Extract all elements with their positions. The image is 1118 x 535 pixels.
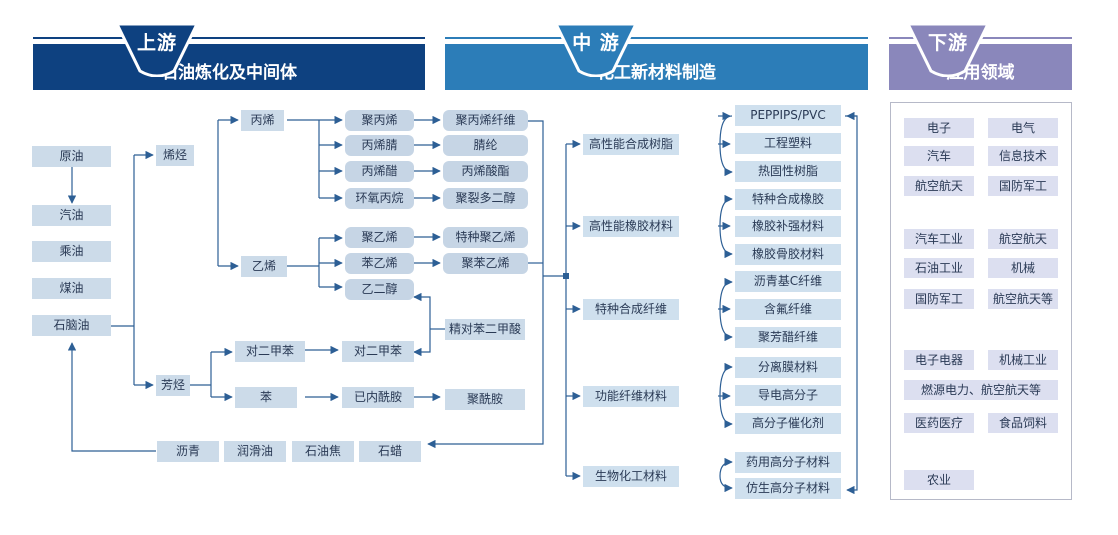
node-bio-material: 生物化工材料 [583, 466, 679, 487]
node-pp-fiber: 聚丙烯纤维 [443, 110, 528, 131]
node-special-pe: 特种聚乙烯 [443, 227, 528, 248]
midstream-title: 化工新材料制造 [597, 63, 716, 83]
upstream-header-topline [33, 37, 425, 39]
app-electrical-appliances: 电子电器 [904, 350, 974, 370]
downstream-badge-label: 下游 [927, 32, 968, 54]
midstream-badge: 中 游 [553, 21, 639, 77]
node-high-performance-resin: 高性能合成树脂 [583, 134, 679, 155]
node-diesel: 乘油 [32, 241, 111, 262]
node-propylene-ester: 丙烯醋 [345, 161, 414, 182]
node-ethylene-glycol: 乙二醇 [345, 279, 414, 300]
node-special-fiber: 特种合成纤维 [583, 299, 679, 320]
app-automotive: 汽车 [904, 146, 974, 166]
node-aramid-fiber: 聚芳醋纤维 [735, 327, 841, 348]
app-electrical: 电气 [988, 118, 1058, 138]
app-aerospace-etc: 航空航天等 [988, 289, 1058, 309]
node-polyamide: 聚酰胺 [445, 389, 525, 410]
node-kerosene: 煤油 [32, 278, 111, 299]
app-aerospace-2: 航空航天 [988, 229, 1058, 249]
upstream-title: 石油炼化及中间体 [161, 63, 297, 83]
downstream-badge-shape [905, 22, 991, 77]
downstream-badge: 下游 [905, 21, 991, 77]
node-polystyrene: 聚苯乙烯 [443, 253, 528, 274]
app-machinery-1: 机械 [988, 258, 1058, 278]
node-polyethylene: 聚乙烯 [345, 227, 414, 248]
midstream-header-bar: 化工新材料制造 [445, 44, 868, 90]
node-bionic-polymer: 仿生高分子材料 [735, 478, 841, 499]
node-pxylene-out: 对二甲苯 [342, 341, 414, 362]
node-acrylic-fiber: 腈纶 [443, 135, 528, 156]
node-pta: 精对苯二甲酸 [445, 319, 525, 340]
midstream-badge-shape [553, 22, 639, 77]
node-propylene-oxide: 环氧丙烷 [345, 188, 414, 209]
node-polyether-polyol: 聚裂多二醇 [443, 188, 528, 209]
app-agriculture: 农业 [904, 470, 974, 490]
node-gasoline: 汽油 [32, 205, 111, 226]
node-naphtha: 石脑油 [32, 315, 111, 336]
node-lubricant: 润滑油 [224, 441, 286, 462]
node-conductive-polymer: 导电高分子 [735, 385, 841, 406]
node-benzene: 苯 [235, 387, 297, 408]
node-high-performance-rubber: 高性能橡胶材料 [583, 216, 679, 237]
node-paraffin: 石蜡 [359, 441, 421, 462]
midstream-header-topline [445, 37, 868, 39]
node-fluorine-fiber: 含氟纤维 [735, 299, 841, 320]
upstream-badge-label: 上游 [136, 32, 177, 54]
app-petroleum: 石油工业 [904, 258, 974, 278]
app-info-tech: 信息技术 [988, 146, 1058, 166]
upstream-badge-shape [114, 22, 200, 77]
junction-marker [563, 273, 569, 279]
node-petroleum-coke: 石油焦 [292, 441, 354, 462]
upstream-header-bar: 石油炼化及中间体 [33, 44, 425, 90]
node-special-rubber: 特种合成橡胶 [735, 189, 841, 210]
node-ethylene: 乙烯 [241, 256, 287, 277]
node-separation-membrane: 分离膜材料 [735, 357, 841, 378]
app-aerospace-1: 航空航天 [904, 176, 974, 196]
app-machinery-industry: 机械工业 [988, 350, 1058, 370]
node-polymer-catalyst: 高分子催化剂 [735, 413, 841, 434]
node-olefins: 烯烃 [156, 145, 194, 166]
app-auto-industry: 汽车工业 [904, 229, 974, 249]
node-pxylene: 对二甲苯 [235, 341, 305, 362]
downstream-panel: 电子 电气 汽车 信息技术 航空航天 国防军工 汽车工业 航空航天 石油工业 机… [890, 102, 1072, 500]
node-styrene: 苯乙烯 [345, 253, 414, 274]
app-medical: 医药医疗 [904, 413, 974, 433]
node-thermoset-resin: 热固性树脂 [735, 161, 841, 182]
app-energy-power: 燃源电力、航空航天等 [904, 380, 1058, 400]
node-asphalt: 沥青 [157, 441, 219, 462]
downstream-header-bar: 应用领域 [889, 44, 1072, 90]
node-rubber-reinforce: 橡胶补强材料 [735, 216, 841, 237]
node-functional-fiber: 功能纤维材料 [583, 386, 679, 407]
node-acrylonitrile: 丙烯腈 [345, 135, 414, 156]
node-caprolactam: 已内酰胺 [342, 387, 414, 408]
upstream-badge: 上游 [114, 21, 200, 77]
app-food-feed: 食品饲料 [988, 413, 1058, 433]
node-crude-oil: 原油 [32, 146, 111, 167]
app-defense-2: 国防军工 [904, 289, 974, 309]
app-defense-1: 国防军工 [988, 176, 1058, 196]
node-engineering-plastic: 工程塑料 [735, 133, 841, 154]
node-polypropylene: 聚丙烯 [345, 110, 414, 131]
node-aromatics: 芳烃 [156, 375, 190, 396]
midstream-badge-label: 中 游 [572, 32, 620, 54]
node-pitch-carbon-fiber: 沥青基C纤维 [735, 271, 841, 292]
node-rubber-skeleton: 橡胶骨胶材料 [735, 244, 841, 265]
node-propylene: 丙烯 [241, 110, 284, 131]
node-acrylate: 丙烯酸酯 [443, 161, 528, 182]
node-pe-pp-ps-pvc: PEPPIPS/PVC [735, 105, 841, 126]
node-medical-polymer: 药用高分子材料 [735, 452, 841, 473]
app-electronics: 电子 [904, 118, 974, 138]
